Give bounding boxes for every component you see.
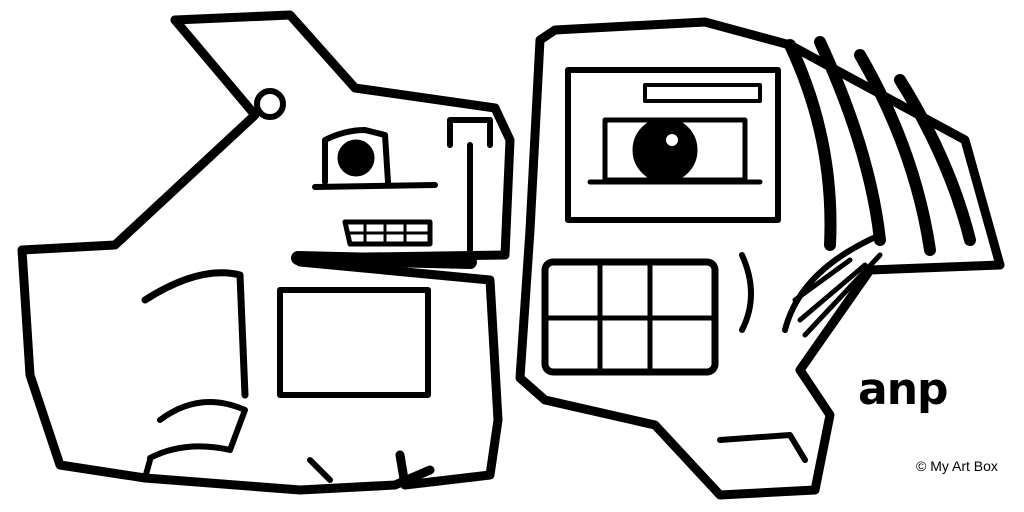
right-creature [515,17,1005,500]
left-creature [17,10,515,495]
copyright-credit: © My Art Box [916,458,998,474]
artist-signature: anp [858,364,949,415]
